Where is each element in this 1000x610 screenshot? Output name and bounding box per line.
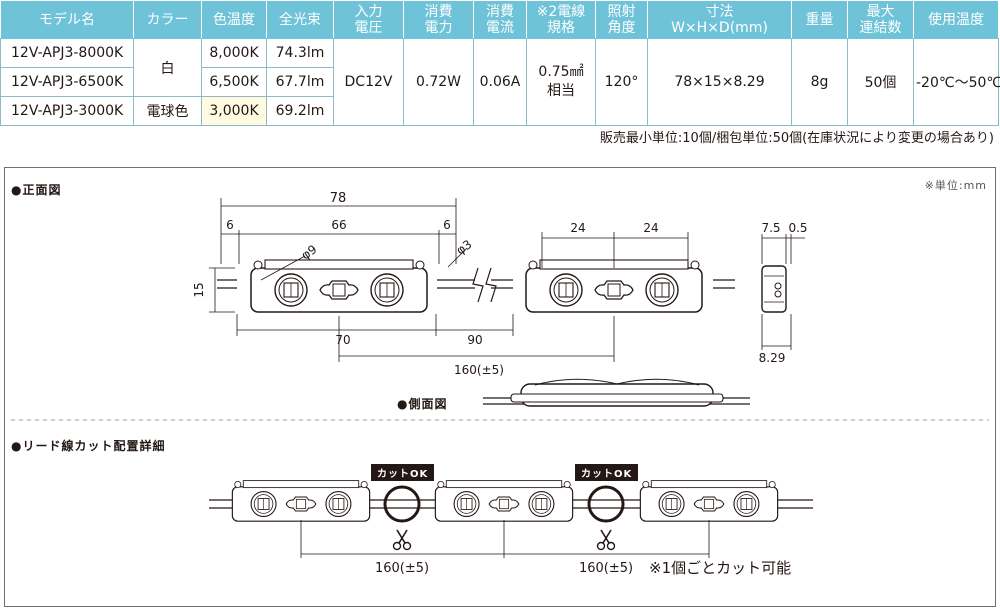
dim-bottom-a: 70 xyxy=(335,333,350,347)
header-wire: ※2電線規格 xyxy=(526,0,596,39)
header-lumen: 全光束 xyxy=(266,0,334,39)
cell-lumen: 74.3lm xyxy=(266,38,334,68)
dim-edge-right: 6 xyxy=(443,218,451,232)
dim-pitch: 160(±5) xyxy=(454,363,504,377)
cell-cct-highlight: 3,000K xyxy=(201,96,267,126)
cell-lumen: 69.2lm xyxy=(266,96,334,126)
cell-color-white: 白 xyxy=(133,38,202,97)
cell-model: 12V-APJ3-8000K xyxy=(0,38,134,68)
dim-depth: 8.29 xyxy=(759,351,786,365)
unit-note: ※単位:mm xyxy=(924,179,987,192)
header-max-connect: 最大連結数 xyxy=(847,0,914,39)
header-color: カラー xyxy=(133,0,202,39)
cell-lumen: 67.7lm xyxy=(266,67,334,97)
header-temp: 使用温度 xyxy=(913,0,999,39)
cell-temp: -20℃〜50℃ xyxy=(913,38,1000,126)
dim-overall: 78 xyxy=(330,191,347,206)
cut-ok-badge: カットOK xyxy=(575,464,639,481)
cut-pitch-label: 160(±5) xyxy=(375,561,429,576)
table-row: 12V-APJ3-3000K 電球色 3,000K 69.2lm xyxy=(0,96,999,126)
led-module xyxy=(251,260,427,312)
cell-color-bulb: 電球色 xyxy=(133,96,202,126)
dim-bottom-b: 90 xyxy=(467,333,482,347)
cell-model: 12V-APJ3-6500K xyxy=(0,67,134,97)
spec-table: モデル名 カラー 色温度 全光束 入力電圧 消費電力 消費電流 ※2電線規格 照… xyxy=(0,0,1000,126)
cut-ok-badge: カットOK xyxy=(371,464,435,481)
cell-weight: 8g xyxy=(791,38,848,126)
scissors-icon xyxy=(596,529,616,551)
cut-point-circle xyxy=(587,485,625,523)
front-view-label: ●正面図 xyxy=(11,183,62,197)
cell-model: 12V-APJ3-3000K xyxy=(0,96,134,126)
cell-max-connect: 50個 xyxy=(847,38,914,126)
dim-spacing-a: 24 xyxy=(570,221,585,235)
drawing-frame: ●正面図 ※単位:mm ●側面図 ●リード線カット配置詳細 カットOK カットO… xyxy=(4,167,996,607)
dim-height: 15 xyxy=(192,282,206,297)
table-row: 12V-APJ3-8000K 白 8,000K 74.3lm DC12V 0.7… xyxy=(0,38,1000,126)
cut-pitch-label: 160(±5) xyxy=(579,561,633,576)
dim-side-a: 7.5 xyxy=(761,221,780,235)
dim-side-b: 0.5 xyxy=(788,221,807,235)
cell-voltage: DC12V xyxy=(333,38,404,126)
lead-cut-detail: 160(±5) 160(±5) xyxy=(209,481,813,576)
sales-unit-note: 販売最小単位:10個/梱包単位:50個(在庫状況により変更の場合あり) xyxy=(599,131,994,146)
scissors-icon xyxy=(392,529,412,551)
side-view-label: ●側面図 xyxy=(397,397,448,411)
cell-angle: 120° xyxy=(595,38,648,126)
header-cct: 色温度 xyxy=(201,0,267,39)
end-profile: 7.5 0.5 8.29 xyxy=(759,221,808,365)
header-model: モデル名 xyxy=(0,0,134,39)
dim-middle: 66 xyxy=(331,218,346,232)
header-angle: 照射角度 xyxy=(595,0,648,39)
cut-note: ※1個ごとカット可能 xyxy=(649,559,792,577)
header-power: 消費電力 xyxy=(403,0,474,39)
dim-edge-left: 6 xyxy=(226,218,234,232)
lead-cut-label: ●リード線カット配置詳細 xyxy=(11,439,166,453)
header-weight: 重量 xyxy=(791,0,848,39)
front-view: 78 6 66 6 φ9 φ3 24 24 15 xyxy=(192,191,735,377)
dim-led-diameter: φ9 xyxy=(299,242,320,262)
cell-cct: 6,500K xyxy=(201,67,267,97)
header-voltage: 入力電圧 xyxy=(333,0,404,39)
dim-hole-diameter: φ3 xyxy=(454,237,475,257)
side-view xyxy=(483,378,750,407)
drawing-svg: 78 6 66 6 φ9 φ3 24 24 15 xyxy=(11,191,989,576)
dim-spacing-b: 24 xyxy=(643,221,658,235)
cell-cct: 8,000K xyxy=(201,38,267,68)
table-row: 12V-APJ3-6500K 6,500K 67.7lm xyxy=(0,67,999,97)
header-current: 消費電流 xyxy=(473,0,527,39)
cell-power: 0.72W xyxy=(403,38,474,126)
cell-size: 78×15×8.29 xyxy=(647,38,792,126)
cut-point-circle xyxy=(383,485,421,523)
cell-current: 0.06A xyxy=(473,38,527,126)
